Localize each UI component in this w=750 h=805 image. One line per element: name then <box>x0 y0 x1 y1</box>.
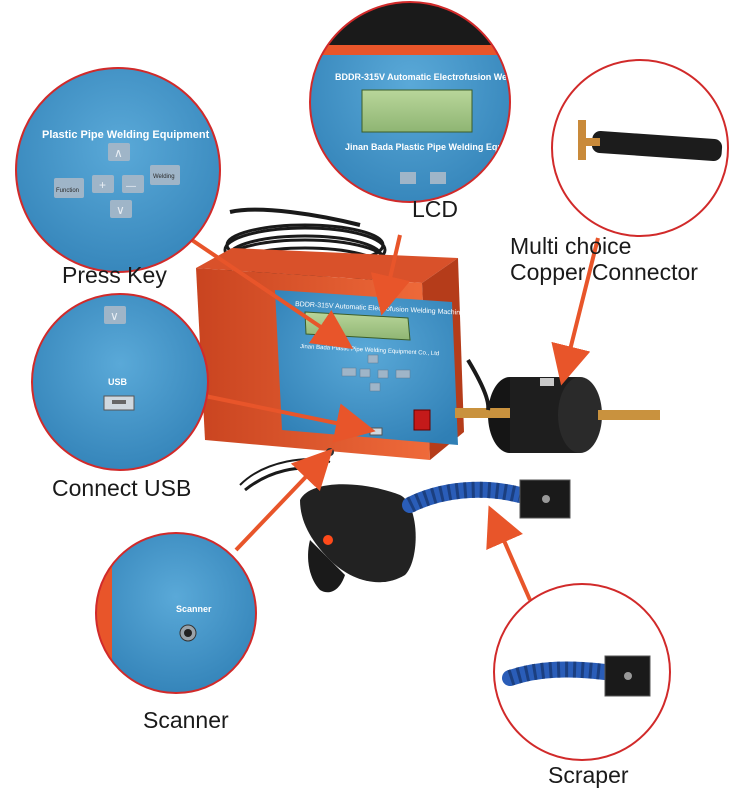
zoom-usb-down-key: ∨ <box>110 309 119 323</box>
barcode-scanner <box>239 458 416 593</box>
panel-scanner-port <box>326 448 334 456</box>
label-copper-line1: Multi choice <box>510 233 632 259</box>
label-scanner: Scanner <box>143 707 229 733</box>
label-press-key: Press Key <box>62 262 167 288</box>
panel-keys <box>341 354 411 392</box>
scraper-tool <box>402 479 571 519</box>
zoom-plus-key <box>92 175 114 193</box>
zoom-welding-key-label: Welding <box>153 174 175 180</box>
zoom-scanner: Scanner <box>95 532 257 694</box>
arrow-scraper <box>486 505 532 601</box>
copper-connector-adapter <box>455 358 660 453</box>
zoom-function-key <box>54 178 84 198</box>
zoom-copper <box>551 59 729 237</box>
arrow-scanner <box>234 448 334 552</box>
label-copper-connector: Multi choice Copper Connector <box>510 233 698 285</box>
zoom-down-key <box>110 200 132 218</box>
zoom-welding-key <box>150 165 180 185</box>
zoom-scanner-label: Scanner <box>176 604 212 614</box>
zoom-lcd-company: Jinan Bada Plastic Pipe Welding Equipmen… <box>345 142 568 152</box>
zoom-down-key-label: ∨ <box>116 203 125 217</box>
arrows <box>178 230 600 601</box>
zoom-press-key: Plastic Pipe Welding Equipment ∧ Functio… <box>15 67 221 273</box>
panel-usb-port <box>369 427 383 436</box>
zoom-minus-key-label: — <box>126 181 136 192</box>
zoom-usb-label: USB <box>108 377 128 387</box>
label-connect-usb: Connect USB <box>52 475 192 501</box>
zoom-scraper <box>493 583 671 761</box>
label-scraper: Scraper <box>548 762 629 788</box>
zoom-function-key-label: Function <box>56 188 79 194</box>
power-switch <box>413 409 431 431</box>
label-lcd: LCD <box>412 196 459 222</box>
zoom-lcd-model: BDDR-315V Automatic Electrofusion Weldin… <box>335 72 567 82</box>
arrow-press-key <box>178 230 354 349</box>
zoom-usb: ∨ USB <box>31 293 209 471</box>
zoom-plus-key-label: + <box>99 178 106 192</box>
zoom-minus-key <box>122 175 144 193</box>
zoom-lcd: BDDR-315V Automatic Electrofusion Weldin… <box>309 1 568 203</box>
arrow-lcd <box>370 234 410 316</box>
zoom-up-key-label: ∧ <box>114 146 123 160</box>
arrow-usb <box>204 394 376 443</box>
zoom-up-key <box>108 143 130 161</box>
zoom-lcd-screen <box>361 89 473 133</box>
arrow-copper <box>551 237 600 386</box>
zoom-press-header: Plastic Pipe Welding Equipment <box>42 129 210 141</box>
label-copper-line2: Copper Connector <box>510 259 698 285</box>
